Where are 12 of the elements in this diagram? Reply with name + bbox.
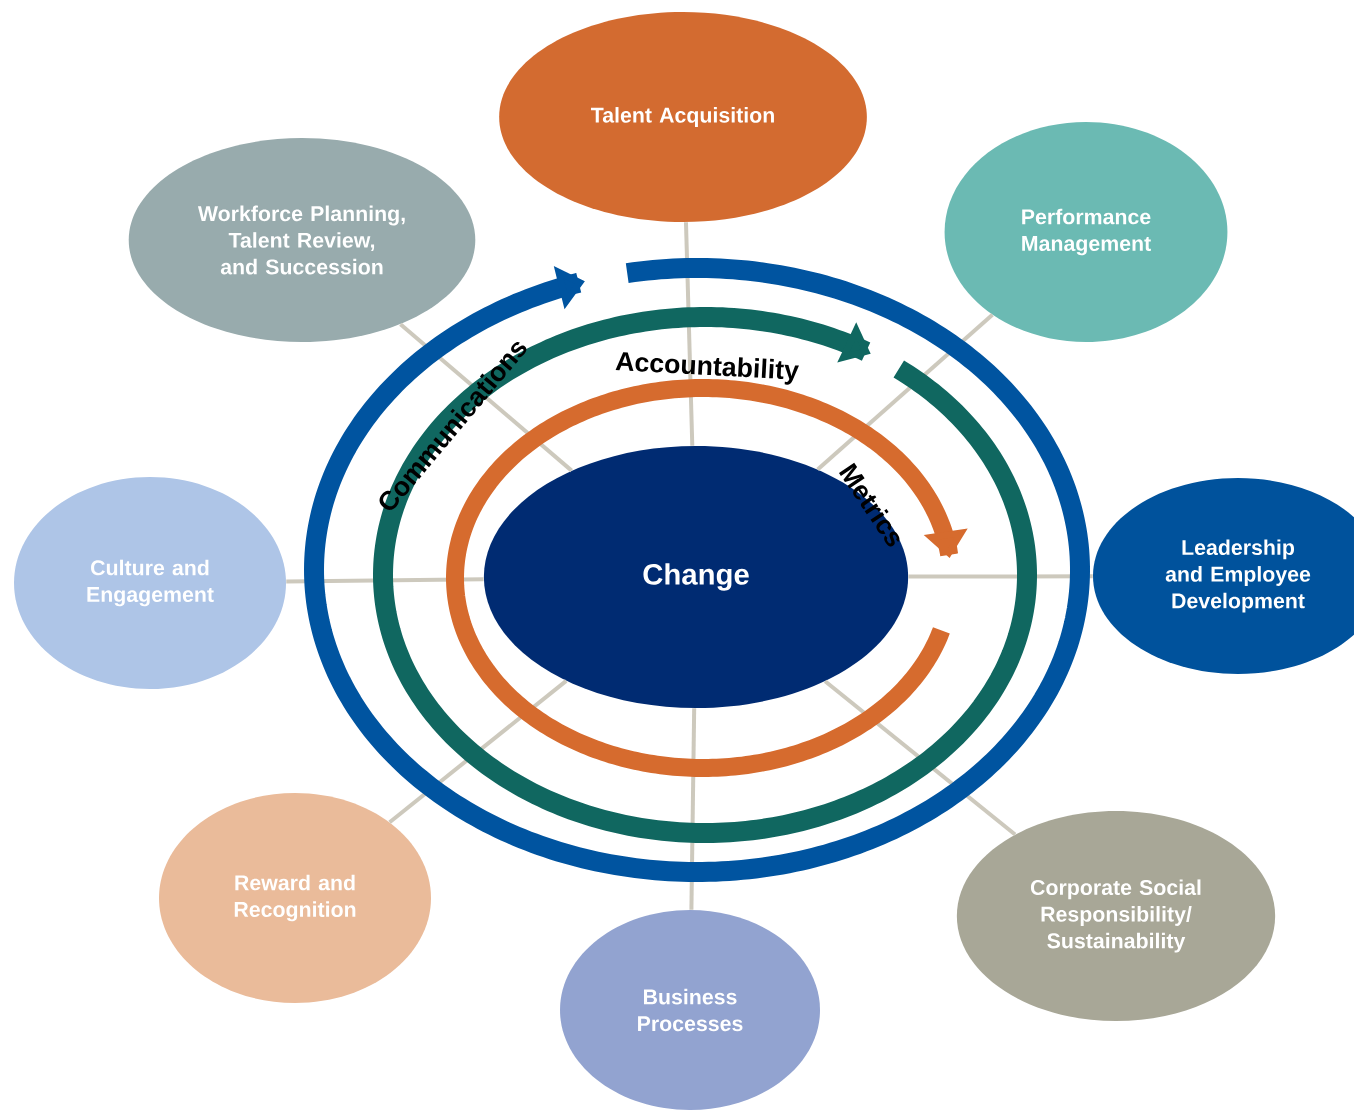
spoke-line bbox=[823, 679, 1017, 837]
spoke-line bbox=[388, 679, 568, 824]
ellipse-node: Talent Acquisition bbox=[499, 12, 867, 222]
ellipse-node: Corporate Social Responsibility/ Sustainability bbox=[956, 811, 1276, 1021]
spoke-line bbox=[816, 313, 994, 471]
ellipse-node: Performance Management bbox=[944, 122, 1228, 342]
ring-label: Accountability bbox=[615, 352, 799, 385]
ellipse-node: Business Processes bbox=[560, 910, 820, 1110]
ellipse-node: Workforce Planning, Talent Review, and Succession bbox=[128, 138, 476, 342]
spoke-line bbox=[399, 322, 573, 473]
ellipse-node: Reward and Recognition bbox=[159, 793, 431, 1003]
ellipse-node: Culture and Engagement bbox=[14, 477, 286, 689]
